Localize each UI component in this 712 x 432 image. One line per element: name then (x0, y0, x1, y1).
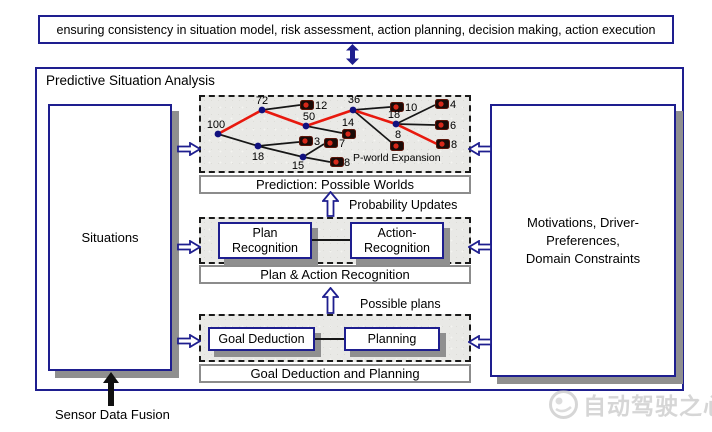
predictive-situation-analysis-panel (35, 67, 684, 391)
motivations-line-1: Motivations, Driver- (527, 214, 639, 230)
leaf-icon (435, 120, 449, 130)
tree-leaf-label: 4 (450, 99, 456, 111)
sensor-input-arrow-icon (103, 372, 119, 406)
tree-node-label: 50 (303, 111, 315, 123)
tree-node-label: 18 (252, 151, 264, 163)
tree-leaf-label: 8 (344, 157, 350, 169)
tree-leaf-label: 6 (450, 120, 456, 132)
leaf-icon (390, 141, 404, 151)
tree-leaf-label: 7 (339, 138, 345, 150)
tree-leaf-label: 3 (314, 136, 320, 148)
left-arrow-icon (468, 335, 492, 349)
action-recognition-line-2: Recognition (363, 240, 430, 255)
up-arrow-icon (322, 287, 339, 314)
left-arrow-icon (468, 142, 492, 156)
watermark-logo-icon (549, 389, 578, 419)
plan-action-bar-label: Plan & Action Recognition (260, 267, 410, 282)
tree-red-path (217, 108, 438, 146)
goal-planning-bar: Goal Deduction and Planning (199, 364, 471, 383)
right-arrow-icon (177, 334, 201, 348)
leaf-icon (324, 138, 338, 148)
p-world-expansion-label: P-world Expansion (353, 152, 441, 164)
tree-leaf-label: 14 (342, 117, 354, 129)
consistency-banner: ensuring consistency in situation model,… (38, 15, 674, 44)
plan-recognition-line-1: Plan (252, 225, 278, 240)
planning-label: Planning (367, 331, 417, 346)
bidirectional-arrow-icon (346, 44, 359, 65)
probability-tree: 100 72 50 36 18 18 15 12 14 10 4 6 8 8 3… (207, 95, 457, 172)
tree-node-label: 100 (207, 119, 225, 131)
goal-planning-connector (315, 338, 344, 340)
goal-deduction-module: Goal Deduction (208, 327, 315, 351)
motivations-line-2: Preferences, (546, 232, 620, 248)
leaf-icon (436, 139, 450, 149)
tree-leaf-label: 10 (405, 102, 417, 114)
consistency-banner-text: ensuring consistency in situation model,… (56, 22, 656, 37)
leaf-icon (300, 100, 314, 110)
tree-node-label: 18 (388, 109, 400, 121)
probability-updates-label: Probability Updates (349, 198, 458, 212)
tree-leaf-label: 12 (315, 100, 327, 112)
right-arrow-icon (177, 142, 201, 156)
prediction-bar: Prediction: Possible Worlds (199, 175, 471, 194)
up-arrow-icon (322, 191, 339, 217)
plan-recognition-module: Plan Recognition (218, 222, 312, 259)
situations-label: Situations (81, 230, 139, 245)
planning-module: Planning (344, 327, 440, 351)
tree-leaves (299, 99, 450, 167)
tree-node-label: 72 (256, 95, 268, 107)
possible-plans-label: Possible plans (360, 297, 441, 311)
left-arrow-icon (468, 240, 492, 254)
motivations-line-3: Domain Constraints (525, 250, 641, 266)
situations-box: Situations (48, 104, 172, 371)
prediction-bar-label: Prediction: Possible Worlds (256, 177, 414, 192)
plan-action-bar: Plan & Action Recognition (199, 265, 471, 284)
leaf-icon (435, 99, 449, 109)
motivations-box: Motivations, Driver- Preferences, Domain… (490, 104, 676, 377)
tree-node-label: 36 (348, 95, 360, 106)
leaf-icon (390, 102, 404, 112)
leaf-icon (342, 129, 356, 139)
panel-title: Predictive Situation Analysis (46, 73, 215, 88)
tree-black-edges (217, 104, 436, 163)
tree-nodes (214, 106, 400, 161)
goal-deduction-label: Goal Deduction (218, 331, 305, 346)
tree-leaf-label: 8 (395, 129, 401, 141)
action-recognition-line-1: Action- (377, 225, 417, 240)
action-recognition-module: Action- Recognition (350, 222, 444, 259)
sensor-data-fusion-label: Sensor Data Fusion (55, 407, 170, 422)
right-arrow-icon (177, 240, 201, 254)
plan-recognition-line-2: Recognition (231, 240, 298, 255)
watermark: 自动驾驶之心 (548, 387, 712, 421)
leaf-icon (330, 157, 344, 167)
plan-action-connector (312, 239, 350, 241)
goal-planning-bar-label: Goal Deduction and Planning (250, 366, 420, 381)
watermark-text: 自动驾驶之心 (583, 393, 712, 419)
tree-node-label: 15 (292, 160, 304, 172)
leaf-icon (299, 136, 313, 146)
tree-leaf-label: 8 (451, 139, 457, 151)
